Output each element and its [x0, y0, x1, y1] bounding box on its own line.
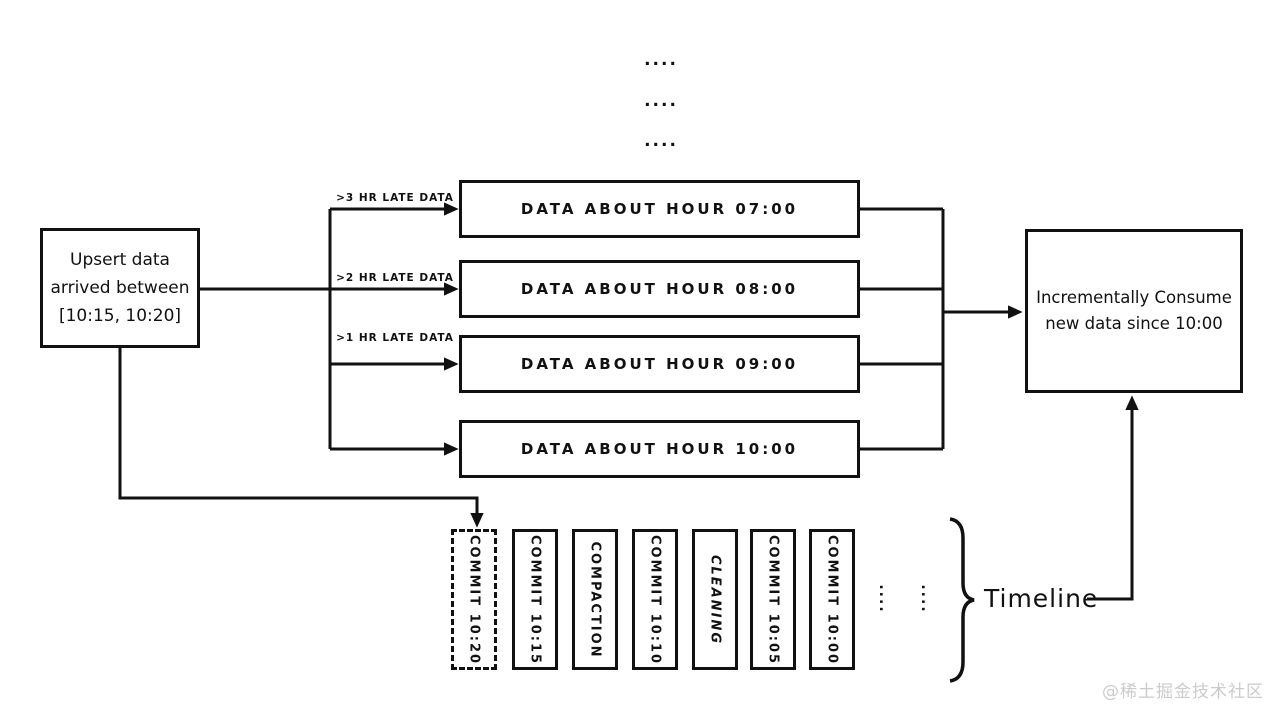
timeline-cleaning: CLEANING [692, 529, 738, 670]
timeline-brace [949, 517, 975, 683]
arrow-upsert-to-commit [118, 348, 484, 528]
timeline-commit-1000-label: COMMIT 10:00 [824, 534, 840, 665]
timeline-commit-1020-label: COMMIT 10:20 [466, 534, 482, 665]
hour-box-0900: DATA ABOUT HOUR 09:00 [459, 335, 860, 393]
timeline-commit-1010: COMMIT 10:10 [632, 529, 678, 670]
hour-box-1000: DATA ABOUT HOUR 10:00 [459, 420, 860, 478]
timeline-label: Timeline [984, 584, 1099, 613]
timeline-cleaning-label: CLEANING [707, 554, 723, 645]
timeline-ellipsis-2: .... [918, 584, 934, 614]
upsert-box: Upsert data arrived between [10:15, 10:2… [40, 228, 200, 348]
upsert-box-line3: [10:15, 10:20] [58, 306, 182, 326]
timeline-ellipsis-1: .... [876, 584, 892, 614]
timeline-commit-1005: COMMIT 10:05 [750, 529, 796, 670]
timeline-compaction: COMPACTION [572, 529, 618, 670]
timeline-commit-1005-label: COMMIT 10:05 [765, 534, 781, 665]
timeline-commit-1015: COMMIT 10:15 [512, 529, 558, 670]
upsert-box-line2: arrived between [50, 278, 190, 298]
late-label-3hr: >3 HR LATE DATA [336, 192, 454, 204]
timeline-commit-1015-label: COMMIT 10:15 [527, 534, 543, 665]
timeline-commit-1020: COMMIT 10:20 [451, 529, 497, 670]
top-ellipsis-1: .... [644, 50, 678, 70]
hour-box-0700: DATA ABOUT HOUR 07:00 [459, 180, 860, 238]
timeline-compaction-label: COMPACTION [587, 540, 603, 659]
late-label-2hr: >2 HR LATE DATA [336, 272, 454, 284]
late-label-1hr: >1 HR LATE DATA [336, 332, 454, 344]
upsert-box-line1: Upsert data [70, 250, 170, 270]
watermark: @稀土掘金技术社区 [1102, 682, 1264, 702]
hour-box-0800: DATA ABOUT HOUR 08:00 [459, 260, 860, 318]
arrow-timeline-to-consume [1087, 395, 1139, 601]
timeline-commit-1000: COMMIT 10:00 [809, 529, 855, 670]
consume-box-line2: new data since 10:00 [1045, 314, 1223, 333]
top-ellipsis-3: .... [644, 131, 678, 151]
consume-box: Incrementally Consume new data since 10:… [1025, 229, 1243, 393]
consume-box-line1: Incrementally Consume [1036, 288, 1232, 307]
top-ellipsis-2: .... [644, 91, 678, 111]
timeline-commit-1010-label: COMMIT 10:10 [647, 534, 663, 665]
